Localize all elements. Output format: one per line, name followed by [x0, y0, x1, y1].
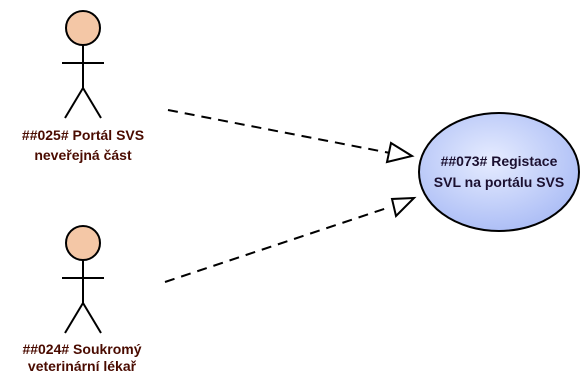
actor-head	[65, 225, 101, 261]
actor-label-line1: ##024# Soukromý	[22, 341, 141, 357]
actor-portal-svs[interactable]: ##025# Portál SVS neveřejná část	[22, 10, 144, 163]
actor-soukromy-veterinarni-lekar[interactable]: ##024# Soukromý veterinární lékař	[22, 225, 142, 372]
actor-leg-right	[82, 302, 102, 334]
actor-leg-right	[82, 87, 102, 119]
actor-label-line2: neveřejná část	[34, 147, 132, 163]
actor-head	[65, 10, 101, 46]
use-case-ellipse	[418, 112, 580, 232]
actor-leg-left	[64, 87, 84, 119]
dashed-line	[164, 206, 391, 283]
open-arrowhead	[390, 196, 417, 218]
actor-leg-left	[64, 302, 84, 334]
actor-label-line1: ##025# Portál SVS	[22, 127, 144, 143]
open-arrowhead	[385, 141, 415, 164]
association-portal-to-usecase[interactable]	[167, 109, 415, 164]
use-case-registace-svl[interactable]: ##073# Registace SVL na portálu SVS	[418, 112, 580, 232]
use-case-label-line1: ##073# Registace	[441, 153, 558, 169]
dashed-line	[167, 109, 391, 154]
use-case-label-line2: SVL na portálu SVS	[434, 174, 564, 190]
actor-label-line2: veterinární lékař	[28, 358, 137, 372]
association-vet-to-usecase[interactable]	[164, 196, 417, 283]
